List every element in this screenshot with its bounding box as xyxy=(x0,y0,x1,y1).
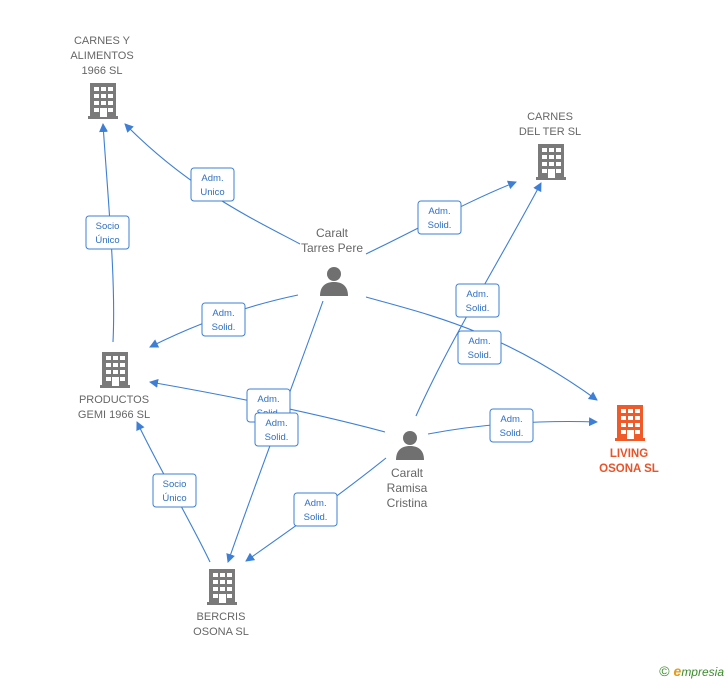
svg-text:Solid.: Solid. xyxy=(304,512,328,523)
svg-text:CARNES: CARNES xyxy=(527,111,573,123)
svg-text:ALIMENTOS: ALIMENTOS xyxy=(70,50,133,62)
svg-text:Adm.: Adm. xyxy=(265,418,287,429)
person-icon xyxy=(320,267,348,296)
svg-text:Socio: Socio xyxy=(163,479,187,490)
svg-text:Adm.: Adm. xyxy=(304,498,326,509)
svg-text:Unico: Unico xyxy=(200,187,224,198)
svg-text:LIVING: LIVING xyxy=(610,448,648,460)
svg-text:Adm.: Adm. xyxy=(468,336,490,347)
svg-text:Caralt: Caralt xyxy=(391,466,424,480)
svg-text:Adm.: Adm. xyxy=(257,394,279,405)
rel-socio-unico-1: Socio Único xyxy=(85,215,130,250)
person-caralt-tarres[interactable]: Caralt Tarres Pere xyxy=(301,226,363,296)
company-carnes-alimentos[interactable]: CARNES Y ALIMENTOS 1966 SL xyxy=(70,35,134,119)
company-carnes-ter[interactable]: CARNES DEL TER SL xyxy=(519,111,581,180)
svg-text:CARNES Y: CARNES Y xyxy=(74,35,131,47)
svg-text:Solid.: Solid. xyxy=(500,428,524,439)
svg-text:OSONA SL: OSONA SL xyxy=(193,626,249,638)
rel-socio-unico-2: Socio Único xyxy=(152,473,197,508)
building-icon xyxy=(207,569,237,605)
svg-text:Solid.: Solid. xyxy=(466,303,490,314)
building-icon xyxy=(615,405,645,441)
edge-tarres-to-living xyxy=(365,296,598,401)
svg-text:Adm.: Adm. xyxy=(466,289,488,300)
rel-adm-solid-6: Adm. Solid. xyxy=(254,412,299,447)
relation-labels: Adm. Unico Socio Único Adm. Solid. Adm. … xyxy=(85,167,534,527)
svg-text:Tarres Pere: Tarres Pere xyxy=(301,241,363,255)
building-icon xyxy=(100,352,130,388)
svg-text:BERCRIS: BERCRIS xyxy=(197,611,246,623)
svg-text:Único: Único xyxy=(162,493,186,504)
svg-text:Adm.: Adm. xyxy=(201,173,223,184)
svg-text:Adm.: Adm. xyxy=(212,308,234,319)
svg-text:Único: Único xyxy=(95,235,119,246)
svg-text:1966 SL: 1966 SL xyxy=(82,65,123,77)
svg-text:Solid.: Solid. xyxy=(468,350,492,361)
svg-text:PRODUCTOS: PRODUCTOS xyxy=(79,394,149,406)
rel-adm-solid-2: Adm. Solid. xyxy=(455,283,500,318)
brand-logo-text: mpresia xyxy=(681,665,724,679)
svg-text:OSONA SL: OSONA SL xyxy=(599,463,659,475)
brand-logo-e: e xyxy=(673,663,682,679)
rel-adm-solid-4: Adm. Solid. xyxy=(457,330,502,365)
svg-text:Socio: Socio xyxy=(96,221,120,232)
building-icon xyxy=(536,144,566,180)
svg-text:DEL TER SL: DEL TER SL xyxy=(519,126,581,138)
svg-text:GEMI 1966 SL: GEMI 1966 SL xyxy=(78,409,150,421)
svg-text:Adm.: Adm. xyxy=(428,206,450,217)
svg-text:Solid.: Solid. xyxy=(265,432,289,443)
person-caralt-ramisa[interactable]: Caralt Ramisa Cristina xyxy=(387,431,428,510)
rel-adm-solid-7: Adm. Solid. xyxy=(489,408,534,443)
rel-adm-solid-3: Adm. Solid. xyxy=(201,302,246,337)
copyright-symbol: © xyxy=(659,663,670,679)
company-productos-gemi[interactable]: PRODUCTOS GEMI 1966 SL xyxy=(78,352,150,421)
svg-text:Caralt: Caralt xyxy=(316,226,349,240)
company-bercris-osona[interactable]: BERCRIS OSONA SL xyxy=(193,569,249,638)
svg-text:Ramisa: Ramisa xyxy=(387,481,428,495)
svg-text:Solid.: Solid. xyxy=(212,322,236,333)
building-icon xyxy=(88,83,118,119)
svg-text:Cristina: Cristina xyxy=(387,496,428,510)
brand-footer: ©empresia xyxy=(659,663,724,679)
rel-adm-solid-1: Adm. Solid. xyxy=(417,200,462,235)
company-living-osona[interactable]: LIVING OSONA SL xyxy=(599,405,659,475)
svg-text:Solid.: Solid. xyxy=(428,220,452,231)
rel-adm-solid-8: Adm. Solid. xyxy=(293,492,338,527)
person-icon xyxy=(396,431,424,460)
rel-adm-unico: Adm. Unico xyxy=(190,167,235,202)
svg-text:Adm.: Adm. xyxy=(500,414,522,425)
